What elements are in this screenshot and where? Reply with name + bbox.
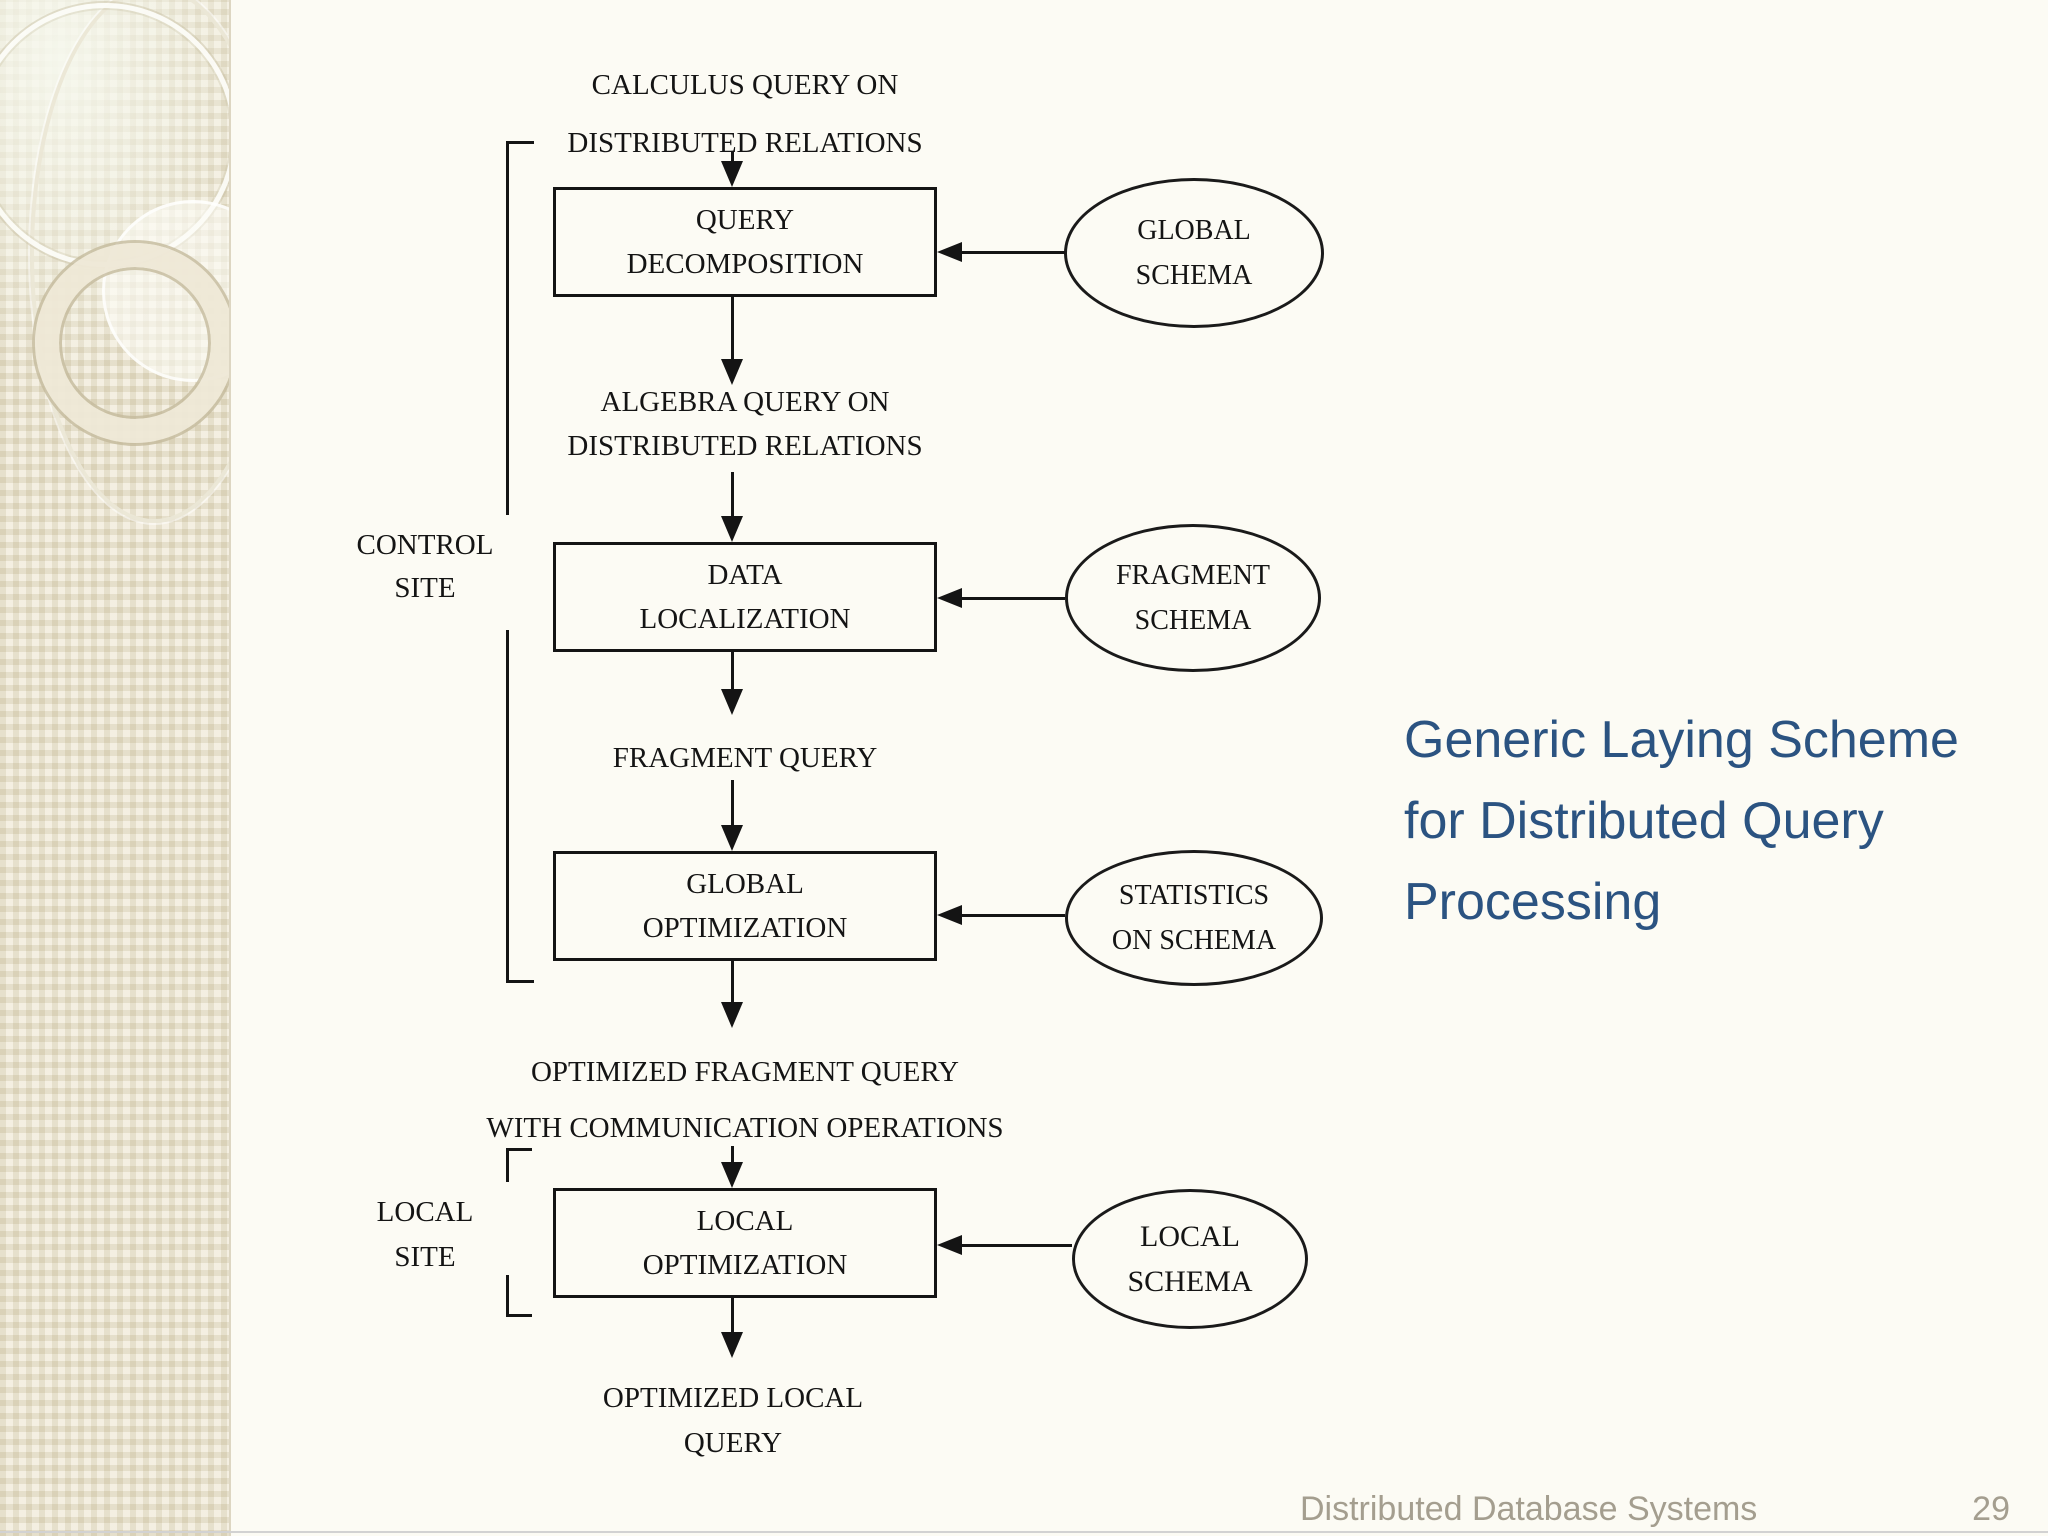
- arrow-line: [961, 914, 1065, 917]
- label-line: ALGEBRA QUERY ON: [600, 386, 890, 418]
- arrow-line: [731, 297, 734, 361]
- schema-line: LOCAL: [1140, 1220, 1240, 1253]
- slide-bottom-edge: [0, 1531, 2048, 1533]
- schema-line: SCHEMA: [1135, 260, 1253, 291]
- stage-box-global-optimization: GLOBAL OPTIMIZATION: [553, 851, 937, 961]
- decorative-sidebar: [0, 0, 231, 1536]
- arrow-down-icon: [721, 1162, 743, 1188]
- arrow-line: [731, 1146, 734, 1164]
- stage-line: GLOBAL: [686, 868, 804, 900]
- stage-line: LOCALIZATION: [639, 603, 851, 635]
- label-optimized-fragment-query: OPTIMIZED FRAGMENT QUERY WITH COMMUNICAT…: [440, 1044, 1050, 1156]
- site-line: CONTROL: [356, 529, 494, 561]
- arrow-down-icon: [721, 689, 743, 715]
- label-line: DISTRIBUTED RELATIONS: [567, 430, 923, 462]
- schema-ellipse-fragment-schema: FRAGMENT SCHEMA: [1065, 524, 1321, 672]
- stage-line: OPTIMIZATION: [642, 1249, 848, 1281]
- arrow-down-icon: [721, 1332, 743, 1358]
- arrow-down-icon: [721, 1002, 743, 1028]
- schema-ellipse-global-schema: GLOBAL SCHEMA: [1064, 178, 1324, 328]
- label-line: OPTIMIZED FRAGMENT QUERY: [530, 1056, 960, 1088]
- control-site-bracket-bottom: [506, 630, 534, 983]
- arrow-down-icon: [721, 825, 743, 851]
- arrow-down-icon: [721, 516, 743, 542]
- stage-box-query-decomposition: QUERY DECOMPOSITION: [553, 187, 937, 297]
- schema-line: ON SCHEMA: [1111, 925, 1277, 956]
- stage-line: DECOMPOSITION: [626, 248, 864, 280]
- site-line: LOCAL: [376, 1196, 474, 1228]
- arrow-line: [731, 961, 734, 1004]
- label-line: FRAGMENT QUERY: [612, 742, 878, 774]
- title-line: Generic Laying Scheme: [1404, 711, 1959, 769]
- local-site-bracket-bottom: [506, 1275, 532, 1317]
- footer-page-number: 29: [1972, 1490, 2010, 1528]
- schema-line: GLOBAL: [1137, 215, 1251, 246]
- label-line: QUERY: [683, 1427, 783, 1459]
- local-site-label: LOCAL SITE: [320, 1190, 530, 1280]
- arrow-down-icon: [721, 161, 743, 187]
- arrow-line: [731, 780, 734, 827]
- arrow-line: [731, 152, 734, 164]
- title-line: Processing: [1404, 873, 1662, 931]
- stage-box-local-optimization: LOCAL OPTIMIZATION: [553, 1188, 937, 1298]
- arrow-line: [731, 472, 734, 518]
- label-line: WITH COMMUNICATION OPERATIONS: [486, 1112, 1004, 1144]
- label-algebra-query: ALGEBRA QUERY ON DISTRIBUTED RELATIONS: [553, 380, 937, 468]
- arrow-left-icon: [937, 1235, 962, 1255]
- label-line: OPTIMIZED LOCAL: [602, 1382, 864, 1414]
- sidebar-ring: [35, 243, 229, 443]
- arrow-left-icon: [937, 905, 962, 925]
- schema-ellipse-local-schema: LOCAL SCHEMA: [1072, 1189, 1308, 1329]
- stage-line: DATA: [707, 559, 783, 591]
- slide-title: Generic Laying Scheme for Distributed Qu…: [1404, 700, 2024, 943]
- footer-course-name: Distributed Database Systems: [1300, 1490, 1758, 1528]
- label-fragment-query: FRAGMENT QUERY: [553, 738, 937, 778]
- title-line: for Distributed Query: [1404, 792, 1884, 850]
- arrow-line: [731, 652, 734, 692]
- label-line: CALCULUS QUERY ON: [591, 69, 899, 101]
- arrow-down-icon: [721, 359, 743, 385]
- local-site-bracket-top: [506, 1148, 532, 1182]
- label-optimized-local-query: OPTIMIZED LOCAL QUERY: [541, 1376, 925, 1466]
- stage-line: OPTIMIZATION: [642, 912, 848, 944]
- site-line: SITE: [394, 572, 456, 604]
- arrow-line: [731, 1298, 734, 1334]
- label-line: DISTRIBUTED RELATIONS: [567, 127, 923, 159]
- schema-line: SCHEMA: [1134, 605, 1252, 636]
- arrow-left-icon: [937, 588, 962, 608]
- label-calculus-query: CALCULUS QUERY ON DISTRIBUTED RELATIONS: [553, 56, 937, 172]
- control-site-label: CONTROL SITE: [320, 524, 530, 610]
- site-line: SITE: [394, 1241, 456, 1273]
- schema-line: SCHEMA: [1127, 1265, 1253, 1298]
- arrow-line: [961, 251, 1065, 254]
- stage-line: QUERY: [695, 204, 795, 236]
- schema-ellipse-statistics-on-schema: STATISTICS ON SCHEMA: [1065, 850, 1323, 986]
- arrow-line: [961, 1244, 1072, 1247]
- arrow-left-icon: [937, 242, 962, 262]
- control-site-bracket-top: [506, 141, 534, 515]
- arrow-line: [961, 597, 1065, 600]
- schema-line: FRAGMENT: [1115, 560, 1270, 591]
- stage-line: LOCAL: [696, 1205, 794, 1237]
- stage-box-data-localization: DATA LOCALIZATION: [553, 542, 937, 652]
- schema-line: STATISTICS: [1118, 880, 1270, 911]
